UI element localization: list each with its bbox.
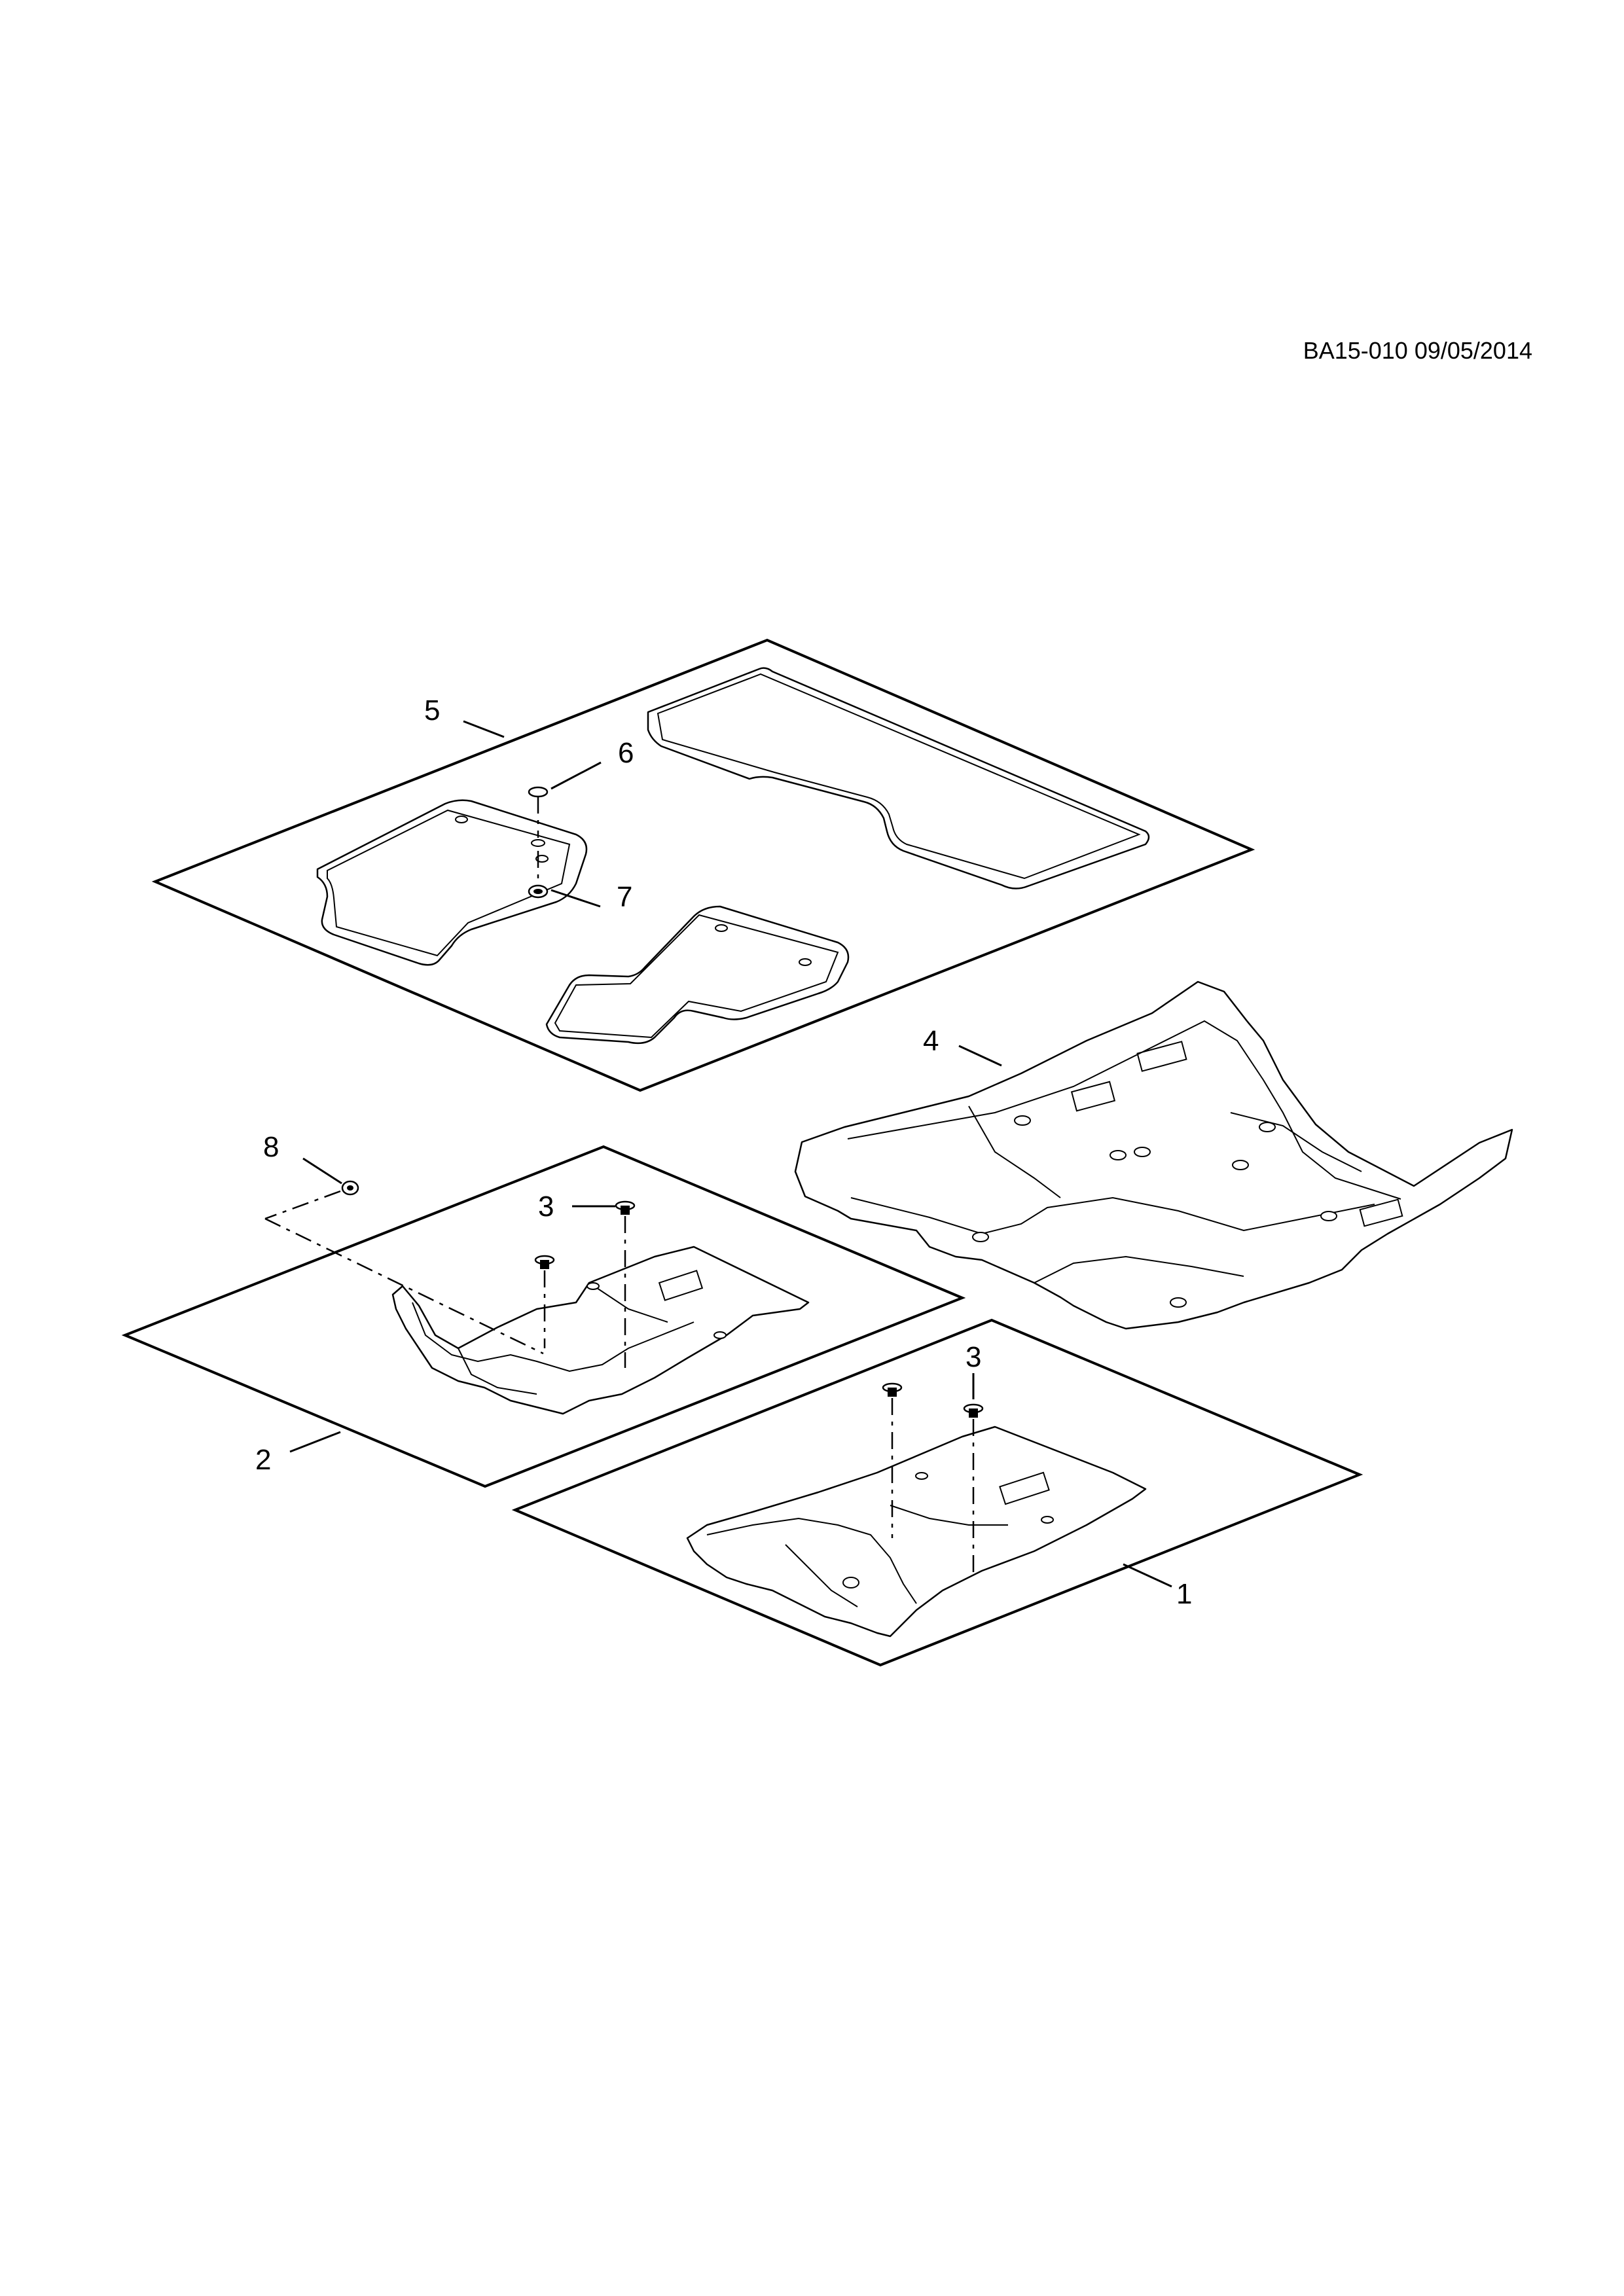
callout-labels: 5 6 7 4 8 3 3 2 1: [255, 694, 1192, 1610]
front-right-mat-panel: [511, 1318, 1363, 1667]
floor-mat-set-panel: [151, 638, 1255, 1092]
leader-lines: [289, 720, 1172, 1588]
floor-carpet-assembly: [794, 980, 1513, 1330]
rear-floor-mat: [647, 667, 1150, 889]
screw-icon: [615, 1200, 636, 1215]
callout-7: 7: [617, 881, 632, 913]
callout-1: 1: [1176, 1578, 1192, 1610]
callout-6: 6: [618, 737, 634, 769]
retainer-clip-6: [528, 786, 549, 798]
front-right-molded-mat: [686, 1426, 1147, 1638]
callout-5: 5: [424, 694, 440, 726]
callout-3-lower: 3: [965, 1341, 981, 1373]
callout-8: 8: [263, 1131, 279, 1163]
screw-icon: [534, 1255, 555, 1269]
drawing-reference: BA15-010 09/05/2014: [1303, 337, 1532, 364]
callout-4: 4: [923, 1025, 939, 1057]
front-left-mat-panel: [121, 1145, 966, 1488]
front-right-floor-mat: [545, 905, 850, 1045]
screw-icon: [963, 1403, 984, 1418]
callout-3-upper: 3: [538, 1191, 554, 1223]
callout-2: 2: [255, 1444, 271, 1476]
screw-icon: [882, 1382, 903, 1397]
retainer-clip-8: [341, 1180, 359, 1196]
